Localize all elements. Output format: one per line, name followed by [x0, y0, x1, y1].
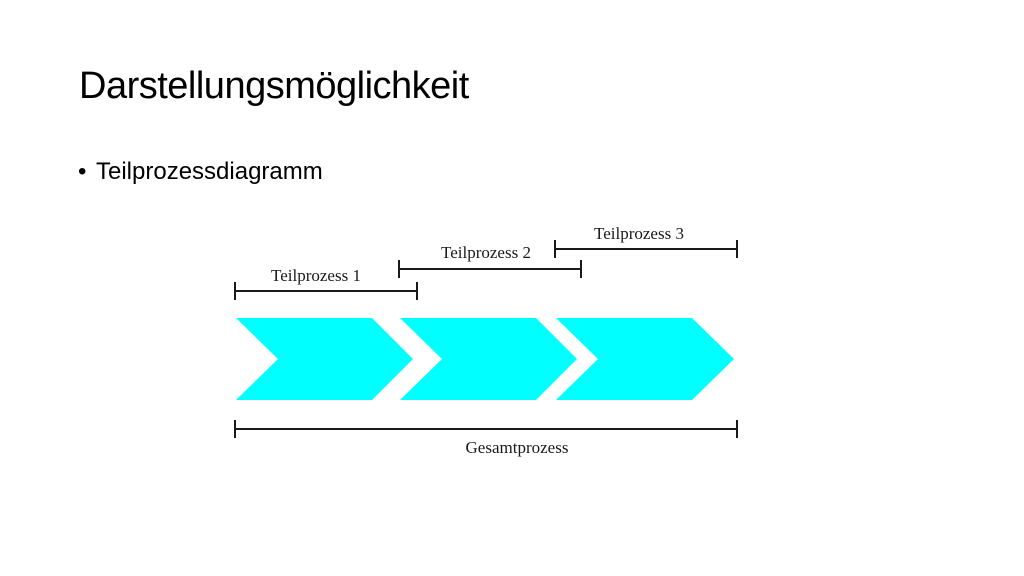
- chevron-2: [400, 318, 577, 400]
- slide-title: Darstellungsmöglichkeit: [79, 65, 469, 107]
- label-gesamtprozess: Gesamtprozess: [466, 438, 569, 457]
- bracket-teilprozess-1: [234, 282, 418, 300]
- chevron-row: [236, 318, 734, 400]
- bracket-teilprozess-3: [554, 240, 738, 258]
- bullet-dot-icon: •: [78, 158, 87, 185]
- bracket-gesamtprozess: [234, 420, 738, 438]
- label-teilprozess-2: Teilprozess 2: [441, 243, 531, 262]
- label-teilprozess-3: Teilprozess 3: [594, 224, 684, 243]
- chevron-3: [556, 318, 734, 400]
- bullet-item: • Teilprozessdiagramm: [78, 154, 323, 190]
- bullet-text: Teilprozessdiagramm: [96, 158, 323, 185]
- bracket-teilprozess-2: [398, 260, 582, 278]
- chevron-1: [236, 318, 413, 400]
- label-teilprozess-1: Teilprozess 1: [271, 266, 361, 285]
- bullet-list: • Teilprozessdiagramm: [78, 154, 323, 190]
